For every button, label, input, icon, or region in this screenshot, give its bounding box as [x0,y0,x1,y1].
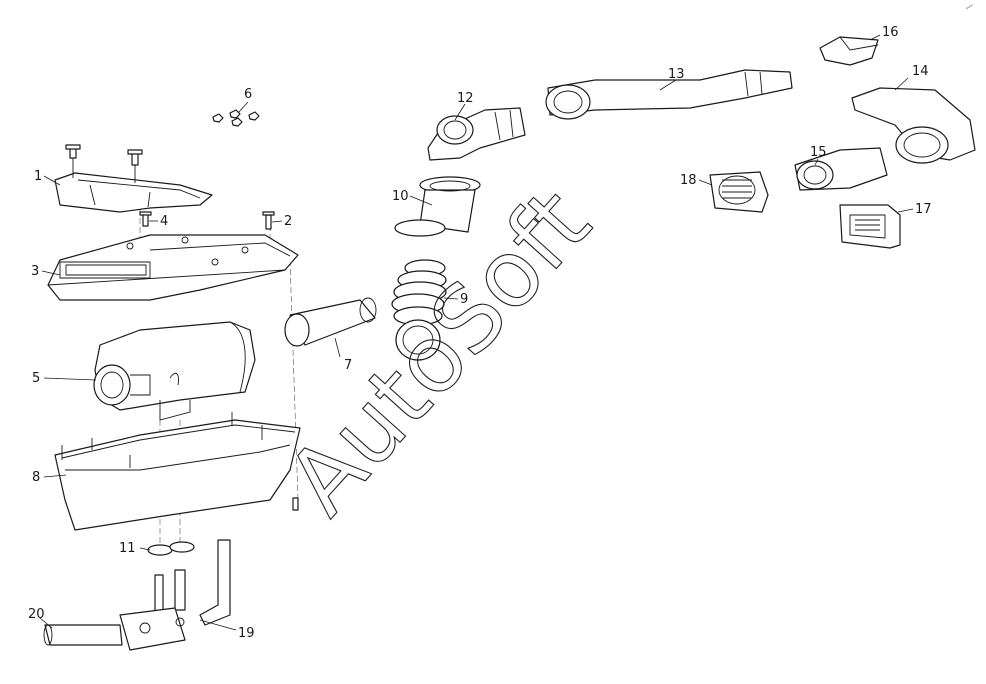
callout-2: 2 [284,214,292,229]
callout-6: 6 [244,87,252,102]
callout-9: 9 [460,292,468,307]
part-18-grille-vent [709,171,769,213]
part-6-nuts [212,109,260,127]
part-10-elbow-adapter [394,176,481,237]
part-8-casing-tray [54,412,301,531]
callout-14: 14 [912,64,929,79]
part-5-heater-body [93,321,256,421]
callout-11: 11 [119,541,136,556]
part-12-elbow-duct [427,107,526,161]
part-20-pump-and-hose [43,607,186,651]
callout-19: 19 [238,626,255,641]
callout-20: 20 [28,607,45,622]
callout-5: 5 [32,371,40,386]
callout-3: 3 [31,264,39,279]
callout-18: 18 [680,173,697,188]
callout-leaders [39,34,914,631]
callout-17: 17 [915,202,932,217]
part-7-tube [284,297,377,347]
callout-4: 4 [160,214,168,229]
callout-15: 15 [810,145,827,160]
callout-16: 16 [882,25,899,40]
callout-12: 12 [457,91,474,106]
part-9-bellows-hose [391,259,447,361]
callout-7: 7 [344,358,352,373]
part-16-block [819,36,879,66]
part-13-long-duct [545,69,793,120]
callout-10: 10 [392,189,409,204]
callout-1: 1 [34,169,42,184]
part-14-outlet-duct [851,87,976,164]
part-2-screw [262,211,275,230]
callout-8: 8 [32,470,40,485]
part-11-clamps [147,541,195,556]
part-15-short-elbow [794,147,888,191]
part-17-outlet-grille [839,204,901,249]
callout-numbers: 1 2 3 4 5 6 7 8 9 10 11 12 13 14 15 16 1… [28,25,932,641]
corner-mark: ᵃᵘᵗᵒ [965,4,975,13]
callout-13: 13 [668,67,685,82]
part-1-cover-bracket [54,144,213,213]
part-3-casing-lid [47,234,299,301]
part-4-screw [139,211,152,227]
